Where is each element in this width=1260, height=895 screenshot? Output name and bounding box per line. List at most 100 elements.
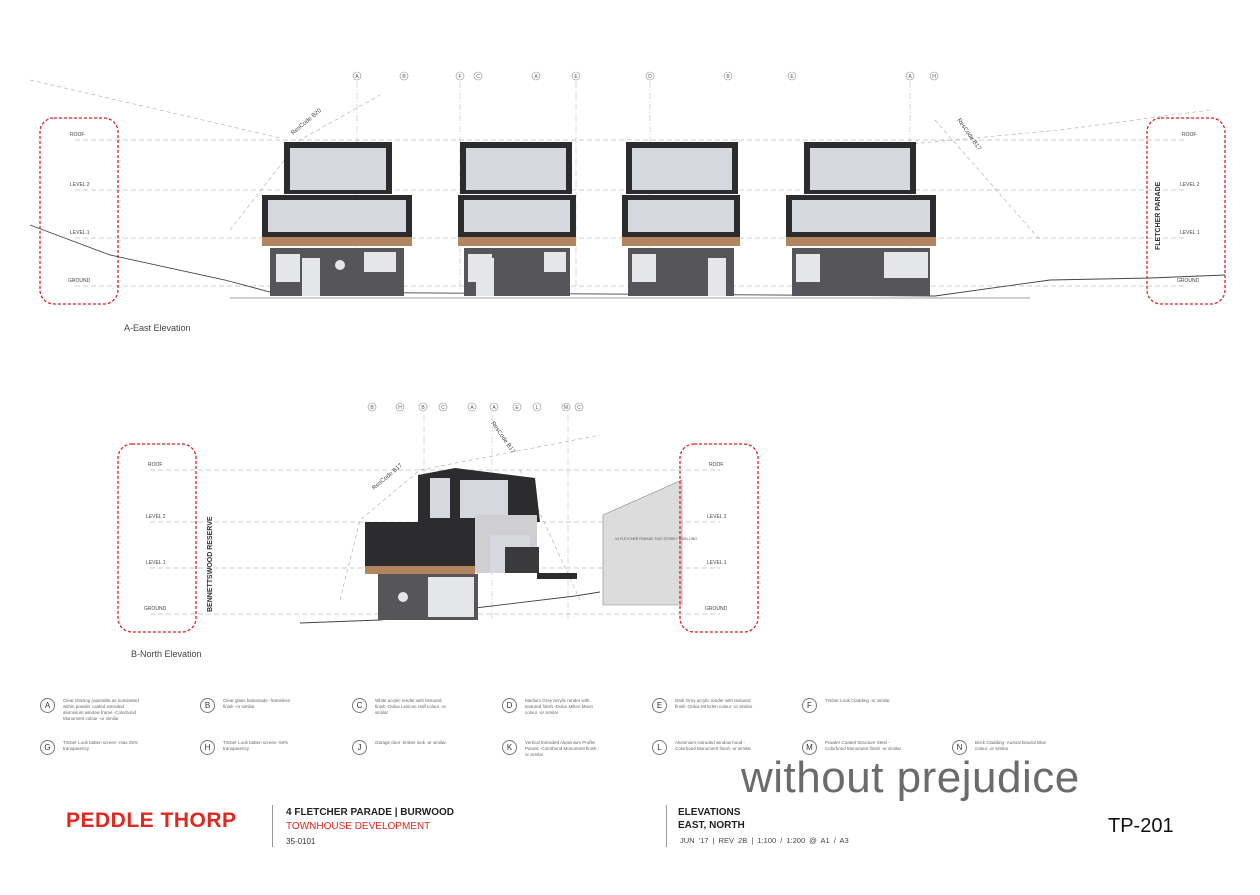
level-label: GROUND (144, 606, 167, 612)
rescode-label: ResCode B17 (489, 421, 516, 456)
gridline-tag (455, 71, 465, 81)
townhouse-unit-2 (458, 142, 576, 296)
legend-text: Clear glass balustrade -frameless finish… (223, 698, 291, 709)
gridline-tag-label: C (441, 405, 445, 411)
gridline-tag (571, 71, 581, 81)
gridline-tag-label: E (574, 74, 578, 80)
legend-text: Medium Grey acrylic render with textured… (525, 698, 594, 715)
revision-cloud-right (1146, 117, 1226, 305)
legend-text: Powder Coated Structure Steel -Colorbond… (825, 740, 902, 751)
gridline-tag (929, 71, 939, 81)
level-label: ROOF (70, 132, 84, 138)
level-label: ROOF (148, 462, 162, 468)
gridline-tag-label: B (402, 74, 406, 80)
level-labels-a: ROOF LEVEL 2 LEVEL 1 GROUND ROOF LEVEL 2… (68, 132, 1200, 284)
legend-item: E Dark Grey acrylic render with textured … (652, 698, 753, 713)
legend-text: Dark Grey acrylic render with textured f… (675, 698, 753, 709)
legend-key: C (352, 698, 367, 713)
project-number: 35-0101 (286, 837, 316, 846)
legend-text: Clear Glazing (operable as nominated wit… (63, 698, 139, 721)
gridline-tag-label: F (458, 74, 461, 80)
revision-cloud-left (39, 117, 119, 305)
north-building (365, 468, 577, 620)
gridline-tag-label: H (932, 74, 936, 80)
rescode-label: ResCode B17 (955, 118, 982, 153)
legend-key: L (652, 740, 667, 755)
level-label: LEVEL 2 (146, 514, 166, 520)
legend-key: N (952, 740, 967, 755)
legend-item: D Medium Grey acrylic render with texture… (502, 698, 603, 716)
legend-item: L Aluminium extruded window hood -Colorbo… (652, 740, 753, 755)
gridline-tag (395, 402, 405, 412)
title-block: PEDDLE THORP 4 FLETCHER PARADE | BURWOOD… (0, 795, 1260, 855)
gridline-tag-label: E (515, 405, 519, 411)
legend-key: B (200, 698, 215, 713)
elevation-a-title: A-East Elevation (124, 323, 191, 333)
neighbour-dwelling (602, 479, 683, 606)
gridline-tag-label: A (534, 74, 538, 80)
legend-text: White acrylic render with textured finis… (375, 698, 447, 715)
gridline-tag (561, 402, 571, 412)
level-label: ROOF (709, 462, 723, 468)
gridline-tag-label: B (370, 405, 374, 411)
level-label: LEVEL 1 (146, 560, 166, 566)
legend-key: A (40, 698, 55, 713)
legend-text: Aluminium extruded window hood -Colorbon… (675, 740, 752, 751)
legend-item: C White acrylic render with textured fini… (352, 698, 453, 716)
legend-key: J (352, 740, 367, 755)
level-label: LEVEL 2 (70, 182, 90, 188)
north-elevation: 10 FLETCHER PARADE TWO STOREY DWELLING R… (117, 402, 759, 659)
gridline-tag-label: M (564, 405, 568, 411)
legend-key: E (652, 698, 667, 713)
gridline-tag-label: B (421, 405, 425, 411)
gridline-tag-label: H (398, 405, 402, 411)
revision-cloud-right (679, 443, 759, 633)
legend-key: F (802, 698, 817, 713)
gridline-tag-label: C (577, 405, 581, 411)
gridline-tag (723, 71, 733, 81)
legend-text: Vertical Extruded Aluminium Profile Pane… (525, 740, 600, 757)
gridline-tag-label: L (536, 405, 539, 411)
level-label: LEVEL 2 (1180, 182, 1200, 188)
gridline-tag (532, 402, 542, 412)
reserve-label: BENNETTSWOOD RESERVE (207, 516, 214, 612)
gridline-tag (399, 71, 409, 81)
legend-key: D (502, 698, 517, 713)
gridline-tag (512, 402, 522, 412)
level-label: LEVEL 2 (707, 514, 727, 520)
legend-key: K (502, 740, 517, 755)
sheet-title: ELEVATIONS (678, 807, 741, 818)
legend-text: Brick Cladding -Austral Bowral Blue colo… (975, 740, 1047, 751)
gridline-tag-label: A (492, 405, 496, 411)
legend-text: Garage door -timber look -or similar (375, 740, 447, 745)
gridline-tag (489, 402, 499, 412)
level-label: LEVEL 1 (707, 560, 727, 566)
gridline-tag-label: A (355, 74, 359, 80)
gridline-tag-label: C (476, 74, 480, 80)
elevation-b-title: B-North Elevation (131, 649, 202, 659)
project-title: 4 FLETCHER PARADE | BURWOOD (286, 807, 454, 818)
gridline-tag-label: A (908, 74, 912, 80)
east-elevation: ROOF LEVEL 2 LEVEL 1 GROUND ROOF LEVEL 2… (29, 71, 1226, 333)
level-label: LEVEL 1 (70, 230, 90, 236)
gridline-tag (467, 402, 477, 412)
legend-item: A Clear Glazing (operable as nominated wi… (40, 698, 141, 722)
legend-item: B Clear glass balustrade -frameless finis… (200, 698, 301, 713)
revision-cloud-left (117, 443, 197, 633)
sightlines (29, 79, 1211, 241)
legend-key: H (200, 740, 215, 755)
gridline-tag (645, 71, 655, 81)
legend-item: J Garage door -timber look -or similar (352, 740, 453, 755)
level-labels-b: ROOF LEVEL 2 LEVEL 1 GROUND ROOF LEVEL 2… (144, 462, 728, 612)
gridline-tag (531, 71, 541, 81)
legend-item: K Vertical Extruded Aluminium Profile Pan… (502, 740, 603, 758)
townhouse-unit-1 (262, 142, 412, 296)
